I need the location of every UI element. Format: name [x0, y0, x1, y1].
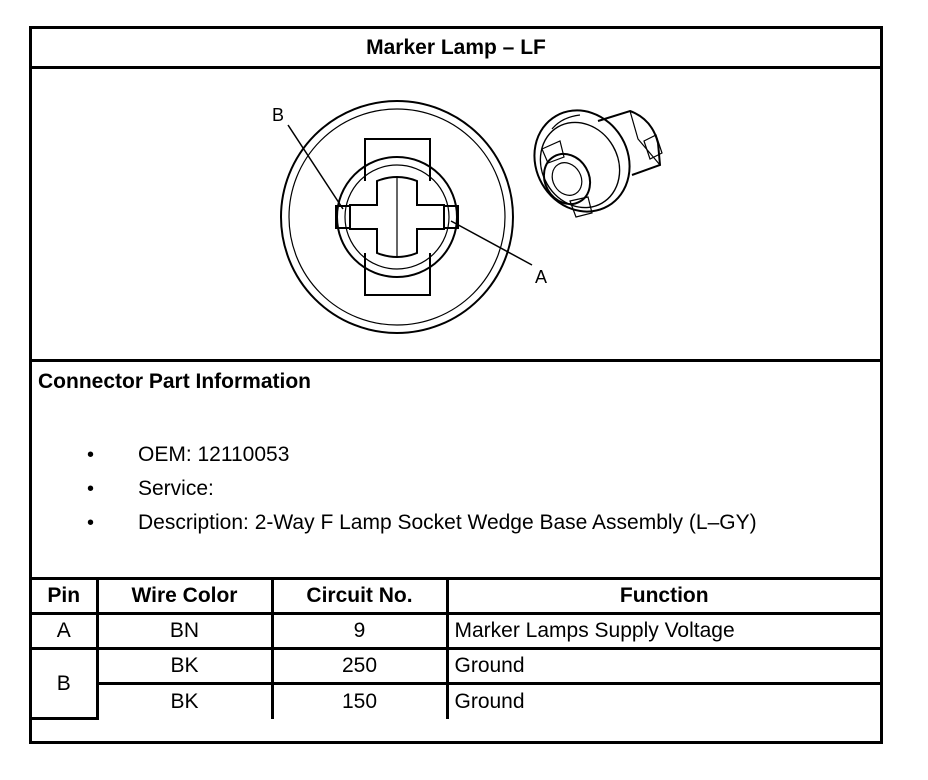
socket-collar-inner	[344, 164, 450, 270]
terminal-a	[443, 205, 459, 229]
pin-table: Pin Wire Color Circuit No. Function A BN…	[32, 577, 880, 720]
socket-bottom-tab	[364, 253, 431, 296]
header-wire-color: Wire Color	[95, 577, 274, 615]
terminal-b	[335, 205, 351, 229]
table-row: A BN 9 Marker Lamps Supply Voltage	[32, 612, 880, 650]
cell-wire-color: BK	[97, 682, 274, 719]
cell-function: Ground	[445, 682, 880, 719]
bullet-icon: •	[87, 444, 95, 466]
socket-inner-ring	[288, 108, 506, 326]
table-row: BK 150 Ground	[32, 682, 880, 719]
bullet-icon: •	[87, 512, 95, 534]
leader-line-b	[287, 124, 344, 210]
connector-sheet: Marker Lamp – LF	[29, 26, 883, 744]
header-circuit-no: Circuit No.	[270, 577, 449, 615]
cell-circuit: 150	[270, 682, 449, 719]
cell-circuit: 9	[270, 612, 449, 650]
table-header-row: Pin Wire Color Circuit No. Function	[32, 577, 880, 615]
page-title: Marker Lamp – LF	[32, 29, 880, 69]
cell-wire-color: BK	[95, 647, 274, 685]
connector-diagram: B A	[272, 100, 663, 334]
table-row: B BK 250 Ground	[32, 647, 880, 720]
connector-figure: B A	[32, 69, 880, 359]
connector-3d-view	[533, 109, 663, 218]
cell-pin: A	[32, 612, 99, 650]
info-item-text: Service:	[138, 477, 214, 500]
pin-b-label: B	[272, 105, 284, 125]
cell-circuit: 250	[270, 647, 449, 685]
info-item-text: Description: 2-Way F Lamp Socket Wedge B…	[138, 511, 757, 534]
info-item-text: OEM: 12110053	[138, 443, 290, 466]
socket-top-tab	[364, 138, 431, 181]
header-pin: Pin	[32, 577, 99, 615]
cell-function: Ground	[445, 647, 880, 685]
socket-outer-ring	[280, 100, 514, 334]
pin-a-label: A	[535, 267, 547, 287]
header-function: Function	[445, 577, 880, 615]
info-heading: Connector Part Information	[38, 370, 312, 393]
cell-pin: B	[32, 647, 99, 720]
connector-part-information: Connector Part Information • OEM: 121100…	[32, 359, 880, 577]
cell-function: Marker Lamps Supply Voltage	[445, 612, 880, 650]
leader-line-a	[450, 220, 533, 266]
bullet-icon: •	[87, 478, 95, 500]
cell-wire-color: BN	[95, 612, 274, 650]
